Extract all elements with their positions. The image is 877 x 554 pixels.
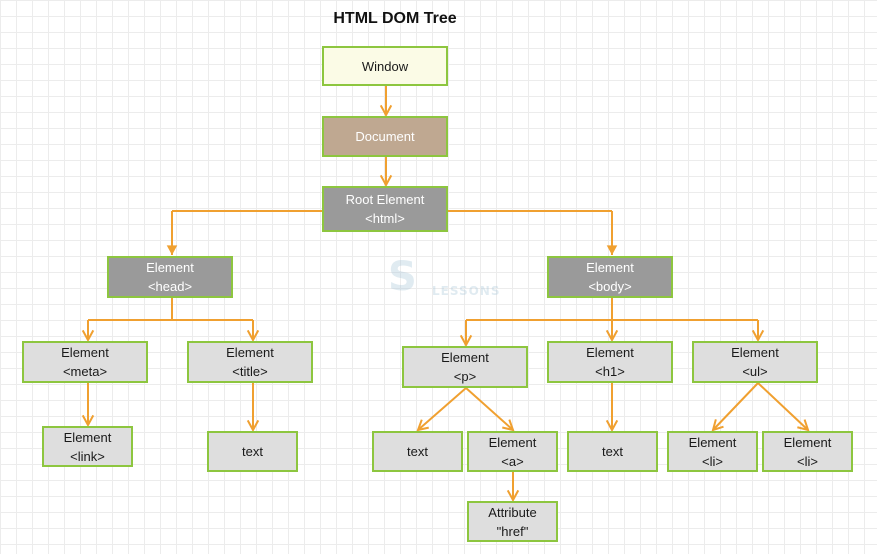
connector-p-a-segment xyxy=(465,387,514,431)
node-text-h1: text xyxy=(567,431,658,472)
node-meta: Element <meta> xyxy=(22,341,148,383)
node-root-line2: <html> xyxy=(365,211,405,226)
node-document: Document xyxy=(322,116,448,157)
connector-ul-li1-segment xyxy=(712,382,759,431)
node-text-p-label: text xyxy=(407,444,428,459)
node-attribute-href: Attribute "href" xyxy=(467,501,558,542)
node-root-element: Root Element <html> xyxy=(322,186,448,232)
node-attr-line2: "href" xyxy=(496,523,529,539)
node-link-line1: Element xyxy=(63,429,112,445)
node-ul-line2: <ul> xyxy=(742,364,768,379)
node-head-line2: <head> xyxy=(147,279,193,294)
node-li-2-line1: Element xyxy=(783,434,832,450)
connector-head-meta-arrowhead xyxy=(81,329,95,343)
node-text-title: text xyxy=(207,431,298,472)
connector-p-text-segment xyxy=(417,387,467,431)
node-a: Element <a> xyxy=(467,431,558,472)
node-title: Element <title> xyxy=(187,341,313,383)
connector-document-root-arrowhead xyxy=(379,174,393,188)
node-li-1-line1: Element xyxy=(688,434,737,450)
node-document-label: Document xyxy=(355,129,415,144)
watermark-text: LESSONS xyxy=(432,284,501,298)
node-ul-line1: Element xyxy=(731,345,779,360)
node-title-line1: Element xyxy=(226,345,274,360)
node-h1-line1: Element xyxy=(586,345,634,360)
connector-body-p-arrowhead xyxy=(459,334,473,348)
node-p-line1: Element xyxy=(441,350,489,365)
connector-p-text-arrowhead xyxy=(416,419,429,432)
node-p: Element <p> xyxy=(402,346,528,388)
node-text-p: text xyxy=(372,431,463,472)
node-p-line2: <p> xyxy=(453,369,477,384)
node-body: Element <body> xyxy=(547,256,673,298)
connector-meta-link-arrowhead xyxy=(81,414,95,428)
node-meta-line1: Element xyxy=(61,345,109,360)
node-h1-line2: <h1> xyxy=(595,364,625,379)
connector-ul-li2-arrowhead xyxy=(797,419,810,432)
watermark-glyph: S xyxy=(388,254,417,300)
connector-root-head-arrowhead xyxy=(166,245,178,255)
node-li-2: Element <li> xyxy=(762,431,853,472)
node-root-line1: Root Element xyxy=(345,192,425,207)
node-meta-line2: <meta> xyxy=(62,364,108,379)
node-li-1-line2: <li> xyxy=(702,453,723,469)
node-title-line2: <title> xyxy=(232,364,268,379)
connector-title-text-arrowhead xyxy=(246,419,260,433)
node-text-title-label: text xyxy=(242,444,263,459)
node-window: Window xyxy=(322,46,448,86)
connector-body-h1-arrowhead xyxy=(605,329,619,343)
node-link: Element <link> xyxy=(42,426,133,467)
connector-ul-li2-segment xyxy=(757,382,809,431)
connector-a-attribute-arrowhead xyxy=(506,489,520,503)
connector-p-a-arrowhead xyxy=(502,419,515,432)
node-a-line2: <a> xyxy=(501,453,524,469)
connector-window-document-arrowhead xyxy=(379,104,393,118)
node-head-line1: Element xyxy=(146,260,194,275)
node-a-line1: Element xyxy=(488,434,537,450)
connector-ul-li1-arrowhead xyxy=(711,419,724,432)
node-h1: Element <h1> xyxy=(547,341,673,383)
node-text-h1-label: text xyxy=(602,444,623,459)
node-body-line2: <body> xyxy=(588,279,632,294)
node-li-1: Element <li> xyxy=(667,431,758,472)
connector-root-body-arrowhead xyxy=(606,245,618,255)
node-attr-line1: Attribute xyxy=(488,504,537,520)
connector-body-ul-arrowhead xyxy=(751,329,765,343)
watermark-logo: S LESSONS xyxy=(388,254,501,304)
node-li-2-line2: <li> xyxy=(797,453,818,469)
connector-head-title-arrowhead xyxy=(246,329,260,343)
diagram-title: HTML DOM Tree xyxy=(333,10,457,27)
node-ul: Element <ul> xyxy=(692,341,818,383)
node-window-label: Window xyxy=(361,58,409,74)
connector-h1-text-arrowhead xyxy=(605,419,619,433)
node-body-line1: Element xyxy=(586,260,634,275)
node-head: Element <head> xyxy=(107,256,233,298)
node-link-line2: <link> xyxy=(70,448,105,464)
